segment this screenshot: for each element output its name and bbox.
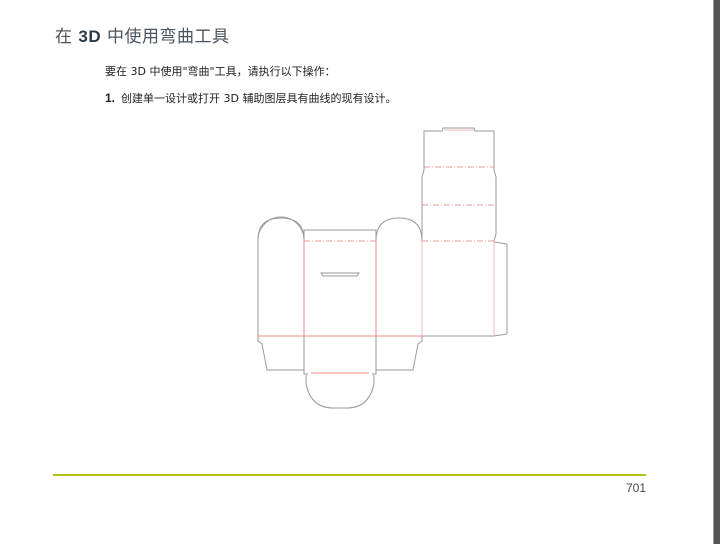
viewer-edge-panel <box>713 0 720 544</box>
section-title-suffix: 中使用弯曲工具 <box>101 27 230 47</box>
section-title-prefix: 在 <box>55 27 79 47</box>
cut-lines <box>257 127 508 409</box>
step-number: 1. <box>105 91 116 105</box>
dieline-drawing <box>257 127 508 409</box>
page-number: 701 <box>625 481 646 495</box>
step-item: 1. 创建单一设计或打开 3D 辅助图层具有曲线的现有设计。 <box>105 90 396 106</box>
box-dieline-figure <box>250 120 520 420</box>
intro-paragraph: 要在 3D 中使用"弯曲"工具，请执行以下操作： <box>105 65 336 78</box>
section-title-bold: 3D <box>78 27 102 46</box>
footer-divider <box>53 474 646 476</box>
crease-lines <box>258 129 495 374</box>
dashed-crease-lines <box>304 166 496 242</box>
section-title: 在 3D 中使用弯曲工具 <box>55 22 230 47</box>
step-text: 创建单一设计或打开 3D 辅助图层具有曲线的现有设计。 <box>121 92 397 105</box>
